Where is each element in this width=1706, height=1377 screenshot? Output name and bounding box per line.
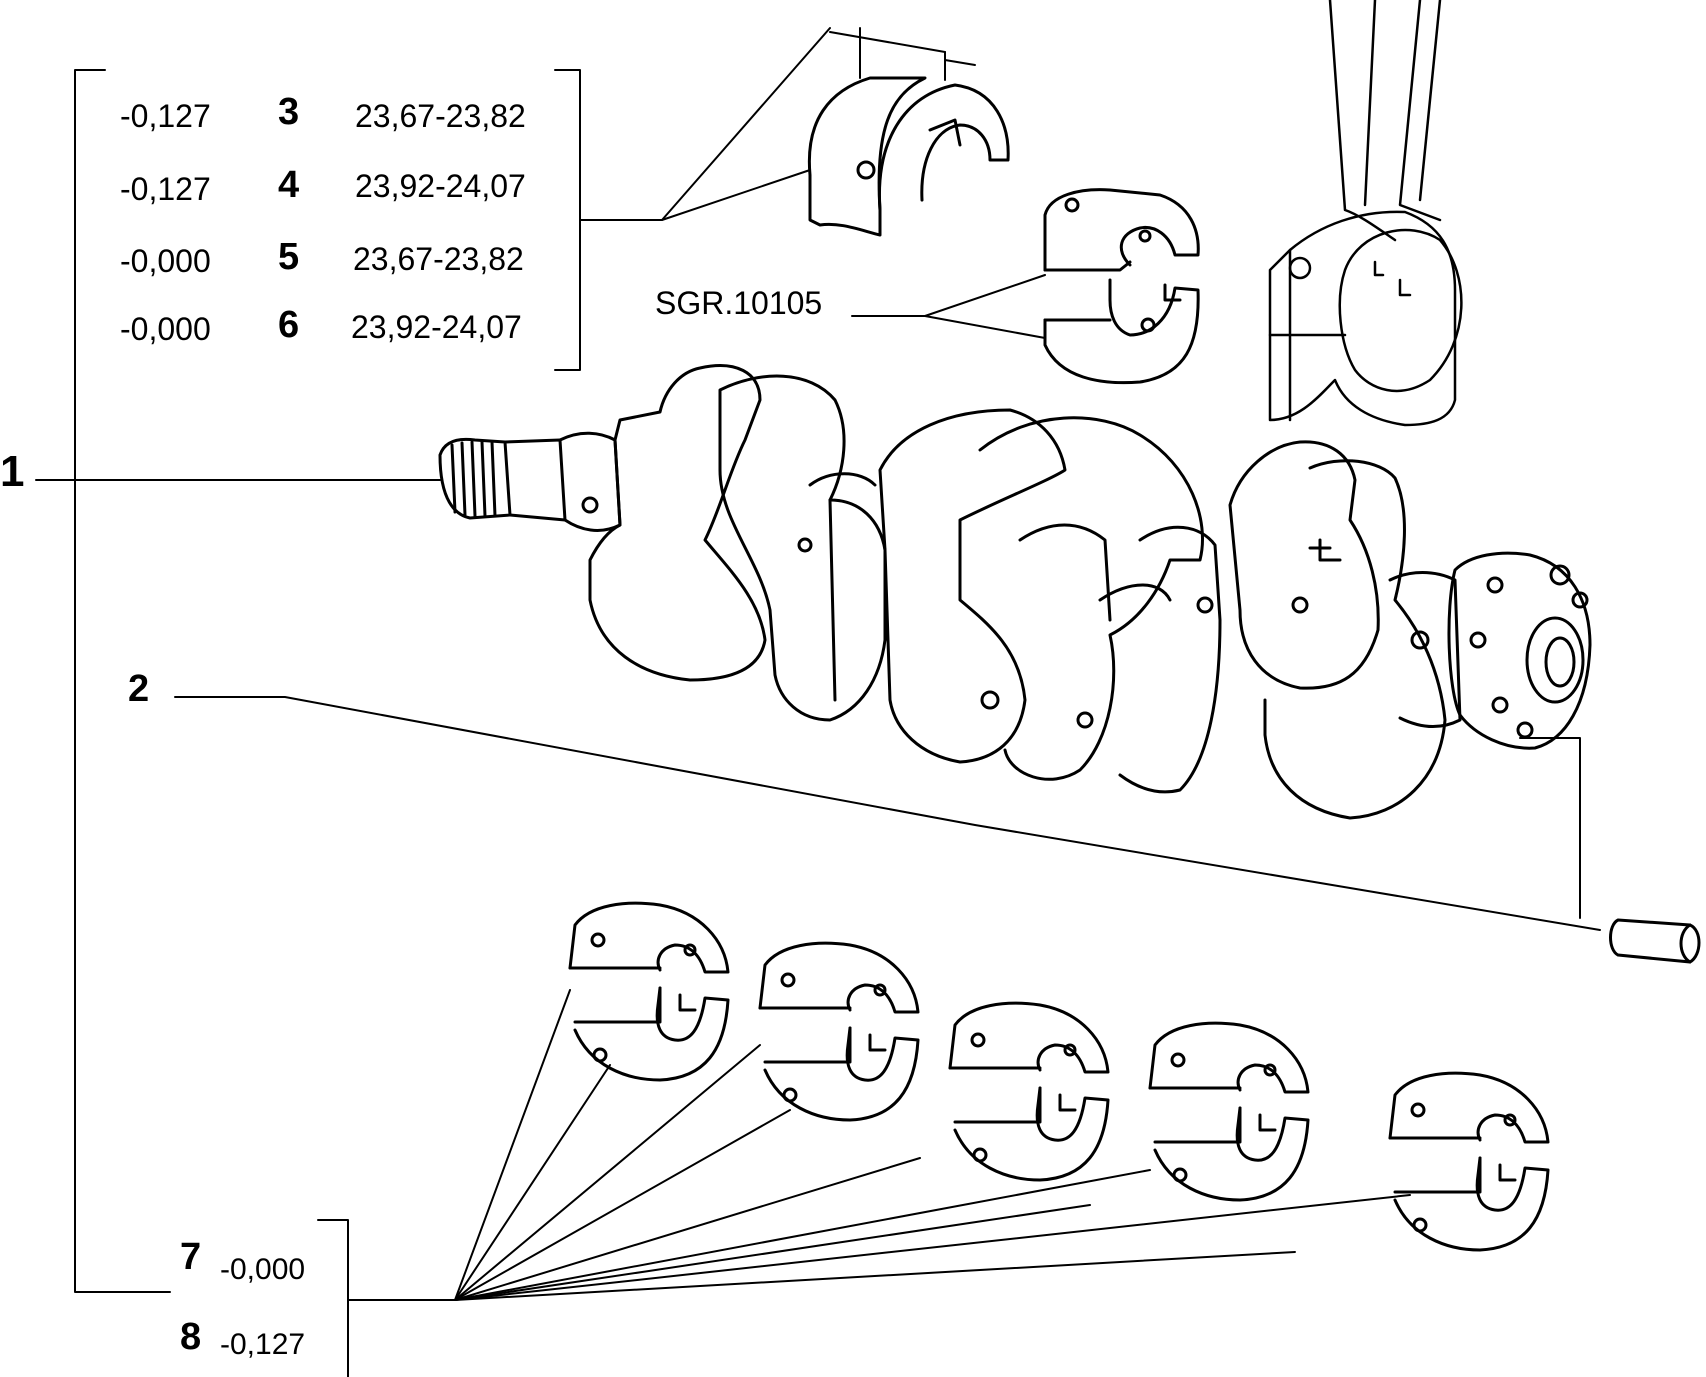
main-bearing-shell bbox=[948, 1001, 1110, 1182]
ref-label-1: 1 bbox=[0, 447, 25, 496]
table-offset: -0,000 bbox=[120, 243, 211, 279]
main-bearing-shell bbox=[568, 901, 730, 1082]
table-ref: 4 bbox=[278, 164, 300, 206]
table-range: 23,92-24,07 bbox=[355, 168, 526, 204]
group-ref-label: SGR.10105 bbox=[655, 285, 823, 321]
table-ref: 5 bbox=[278, 236, 300, 278]
main-bearing-shell bbox=[1148, 1021, 1310, 1202]
table-ref: 6 bbox=[278, 304, 300, 346]
table-range: 23,92-24,07 bbox=[351, 309, 522, 345]
main-bearing-shell bbox=[758, 941, 920, 1122]
thrust-bearing-shell bbox=[807, 76, 1010, 237]
table-offset: -0,000 bbox=[220, 1253, 306, 1286]
main-bearing-shells bbox=[568, 901, 1550, 1252]
table-ref: 8 bbox=[180, 1316, 202, 1358]
main-bearing-shell bbox=[1388, 1071, 1550, 1252]
table-range: 23,67-23,82 bbox=[355, 98, 526, 134]
table-offset: -0,127 bbox=[120, 98, 211, 134]
table-offset: -0,127 bbox=[220, 1328, 306, 1361]
connecting-rod bbox=[1268, 0, 1463, 427]
table-offset: -0,000 bbox=[120, 311, 211, 347]
table-ref: 7 bbox=[180, 1236, 202, 1278]
ref-label-2: 2 bbox=[128, 668, 150, 710]
leader-lines bbox=[35, 27, 1601, 1377]
crankshaft bbox=[438, 364, 1592, 820]
conrod-bearing-pair bbox=[1043, 188, 1200, 385]
table-ref: 3 bbox=[278, 91, 300, 133]
table-offset: -0,127 bbox=[120, 171, 211, 207]
table-range: 23,67-23,82 bbox=[353, 241, 524, 277]
dowel-pin bbox=[1609, 918, 1701, 964]
